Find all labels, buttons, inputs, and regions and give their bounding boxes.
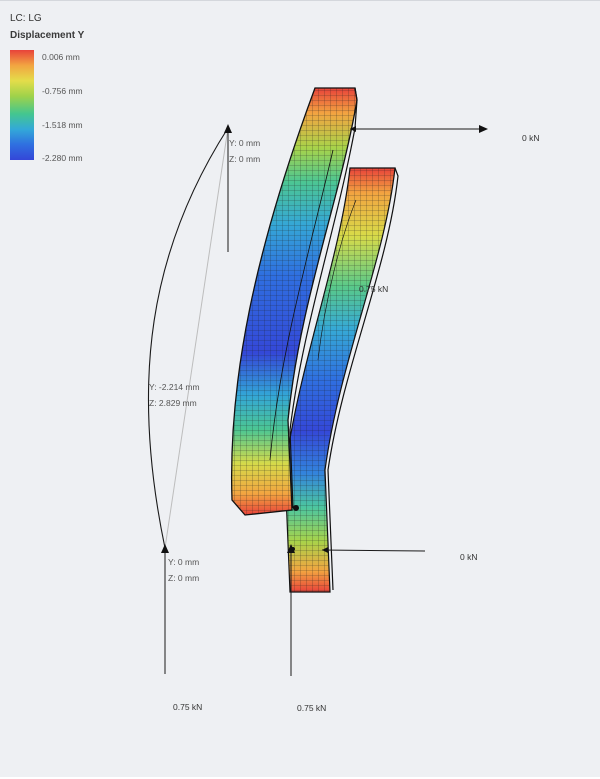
bottom-right-tail	[322, 547, 328, 553]
chord-line	[164, 127, 229, 549]
legend-max-value: 0.006 mm	[42, 52, 80, 62]
top-right-load-label: 0 kN	[522, 133, 540, 143]
legend-min-value: -2.280 mm	[42, 153, 83, 163]
bottom-node-z-label: Z: 0 mm	[168, 573, 200, 583]
top-node-y-label: Y: 0 mm	[229, 138, 261, 148]
max-displacement-z-label: Z: 2.829 mm	[149, 398, 197, 408]
top-right-tail	[350, 126, 356, 132]
left-support-load-label: 0.75 kN	[173, 702, 203, 712]
legend-value-2: -0.756 mm	[42, 86, 83, 96]
load-case-label: LC: LG	[10, 13, 42, 24]
joint-marker	[293, 505, 299, 511]
front-channel-member[interactable]	[230, 87, 358, 516]
top-border	[0, 0, 600, 1]
result-type-label: Displacement Y	[10, 30, 85, 41]
top-node-z-label: Z: 0 mm	[229, 154, 261, 164]
top-arrowhead	[224, 124, 232, 133]
joint-marker-lower	[291, 547, 295, 551]
color-scale-bar	[10, 50, 34, 160]
left-support-arrowhead	[161, 544, 169, 553]
bottom-right-load-label: 0 kN	[460, 552, 478, 562]
back-channel-member[interactable]	[284, 167, 399, 593]
center-support-load-label: 0.75 kN	[297, 703, 327, 713]
deflection-curve	[147, 127, 229, 549]
max-displacement-y-label: Y: -2.214 mm	[149, 382, 200, 392]
legend-value-3: -1.518 mm	[42, 120, 83, 130]
bottom-node-y-label: Y: 0 mm	[168, 557, 200, 567]
bottom-right-load-line	[321, 549, 426, 552]
mid-right-load-label: 0.75 kN	[359, 284, 389, 294]
top-right-arrowhead	[479, 125, 488, 133]
bottom-border	[0, 777, 600, 779]
